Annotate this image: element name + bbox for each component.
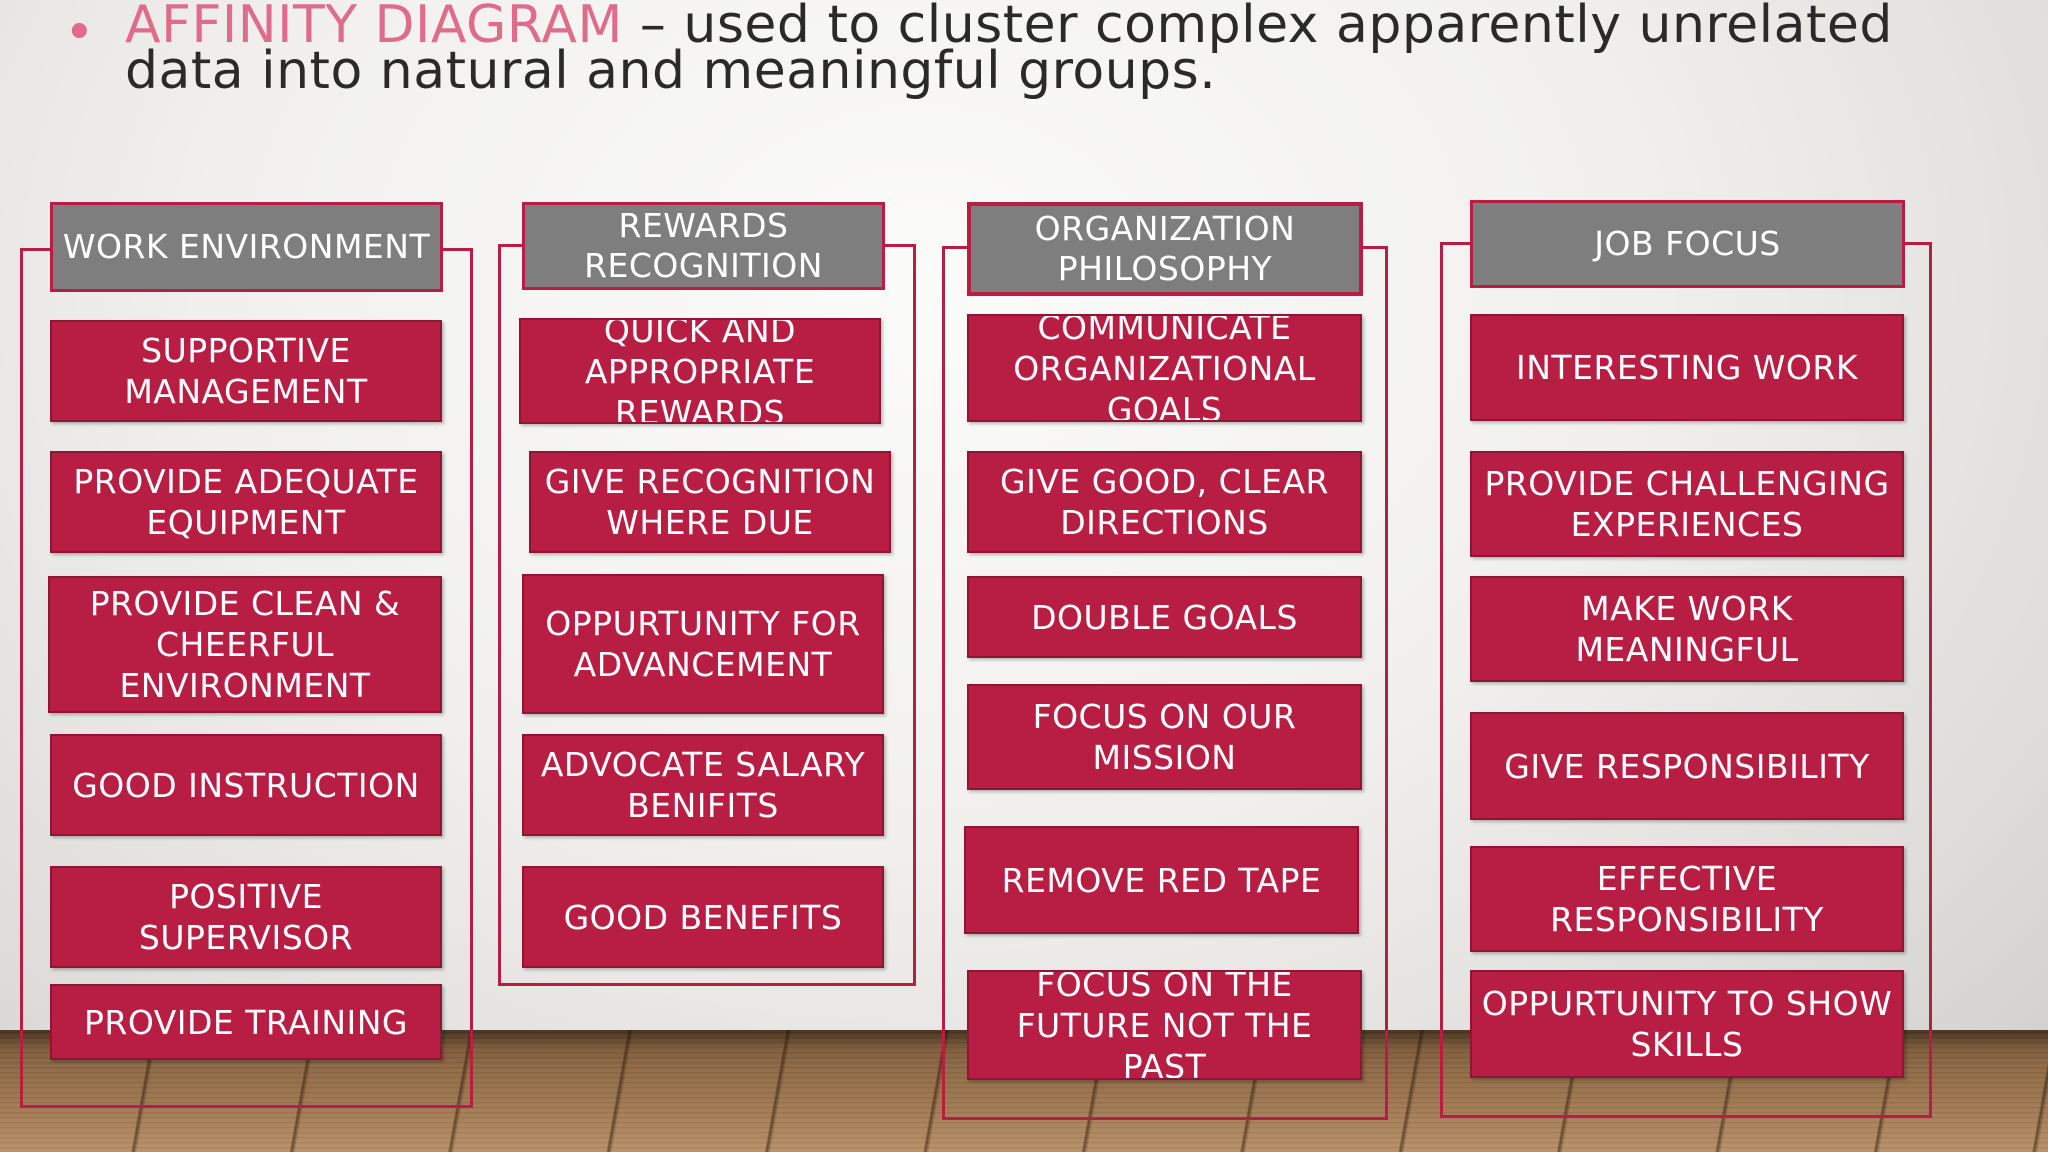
card-oppurtunity-for-advancement: OPPURTUNITY FOR ADVANCEMENT	[522, 574, 884, 714]
title-bullet: •	[64, 3, 95, 63]
card-good-instruction: GOOD INSTRUCTION	[50, 734, 442, 836]
card-supportive-management: SUPPORTIVE MANAGEMENT	[50, 320, 442, 422]
card-good-benefits: GOOD BENEFITS	[522, 866, 884, 968]
card-make-work-meaningful: MAKE WORK MEANINGFUL	[1470, 576, 1904, 682]
card-quick-appropriate-rewards: QUICK AND APPROPRIATE REWARDS	[519, 318, 881, 424]
card-provide-training: PROVIDE TRAINING	[50, 984, 442, 1060]
card-communicate-organizational-goals: COMMUNICATE ORGANIZATIONAL GOALS	[967, 314, 1362, 422]
title-description: – used to cluster complex apparently unr…	[125, 0, 1893, 101]
card-positive-supervisor: POSITIVE SUPERVISOR	[50, 866, 442, 968]
card-provide-clean-cheerful-environment: PROVIDE CLEAN & CHEERFUL ENVIRONMENT	[48, 576, 442, 713]
card-double-goals: DOUBLE GOALS	[967, 576, 1362, 658]
column-header-organization-philosophy: ORGANIZATION PHILOSOPHY	[967, 202, 1363, 296]
card-interesting-work: INTERESTING WORK	[1470, 314, 1904, 421]
card-oppurtunity-to-show-skills: OPPURTUNITY TO SHOW SKILLS	[1470, 970, 1904, 1078]
card-give-good-clear-directions: GIVE GOOD, CLEAR DIRECTIONS	[967, 451, 1362, 553]
card-provide-adequate-equipment: PROVIDE ADEQUATE EQUIPMENT	[50, 451, 442, 553]
card-provide-challenging-experiences: PROVIDE CHALLENGING EXPERIENCES	[1470, 451, 1904, 557]
title-term: AFFINITY DIAGRAM	[125, 0, 623, 55]
card-focus-on-future-not-past: FOCUS ON THE FUTURE NOT THE PAST	[967, 970, 1362, 1080]
card-give-responsibility: GIVE RESPONSIBILITY	[1470, 712, 1904, 820]
column-header-work-environment: WORK ENVIRONMENT	[50, 202, 443, 292]
card-remove-red-tape: REMOVE RED TAPE	[964, 826, 1359, 934]
card-effective-responsibility: EFFECTIVE RESPONSIBILITY	[1470, 846, 1904, 952]
card-give-recognition-where-due: GIVE RECOGNITION WHERE DUE	[529, 451, 891, 553]
card-advocate-salary-benifits: ADVOCATE SALARY BENIFITS	[522, 734, 884, 836]
slide-title: AFFINITY DIAGRAM – used to cluster compl…	[125, 0, 2005, 97]
column-header-rewards-recognition: REWARDS RECOGNITION	[522, 202, 885, 290]
card-focus-on-our-mission: FOCUS ON OUR MISSION	[967, 684, 1362, 790]
column-header-job-focus: JOB FOCUS	[1470, 200, 1905, 288]
